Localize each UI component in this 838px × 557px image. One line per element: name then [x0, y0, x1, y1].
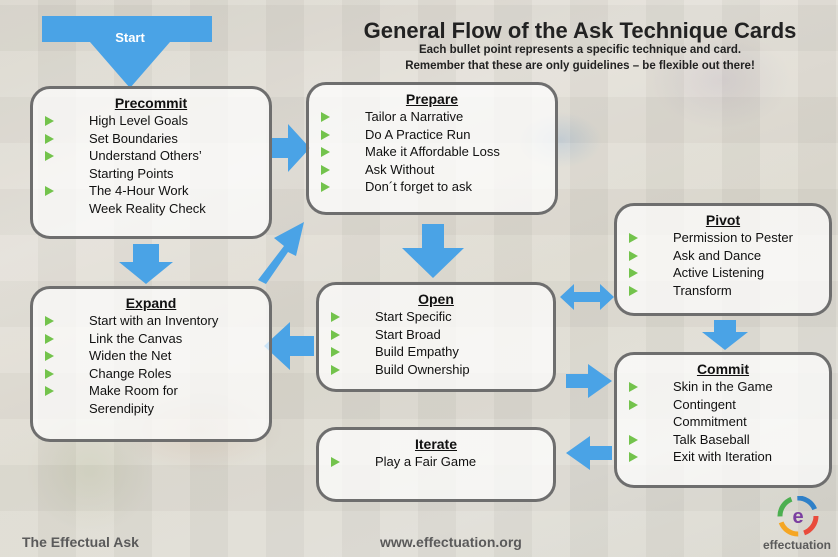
list-item: Play a Fair Game	[331, 453, 553, 471]
footer-logo-text: effectuation	[763, 538, 832, 552]
precommit-list: High Level Goals Set Boundaries Understa…	[33, 112, 269, 218]
expand-box: Expand Start with an Inventory Link the …	[30, 286, 272, 442]
footer-url: www.effectuation.org	[380, 534, 522, 550]
list-item: Widen the Net	[45, 347, 269, 365]
commit-box: Commit Skin in the Game Contingent Commi…	[614, 352, 832, 488]
list-item: Talk Baseball	[629, 431, 829, 449]
open-list: Start Specific Start Broad Build Empathy…	[319, 308, 553, 378]
effectuation-logo-icon: e	[777, 496, 819, 537]
list-item: Contingent	[629, 396, 829, 414]
list-item: Build Ownership	[331, 361, 553, 379]
list-item: Make Room for	[45, 382, 269, 400]
commit-title: Commit	[696, 361, 750, 377]
list-item: Ask and Dance	[629, 247, 829, 265]
list-item: Set Boundaries	[45, 130, 269, 148]
list-item: Permission to Pester	[629, 229, 829, 247]
arrow-commit-to-iterate	[566, 436, 612, 470]
prepare-box: Prepare Tailor a Narrative Do A Practice…	[306, 82, 558, 215]
precommit-box: Precommit High Level Goals Set Boundarie…	[30, 86, 272, 239]
list-item: Active Listening	[629, 264, 829, 282]
list-item: The 4-Hour Work	[45, 182, 269, 200]
start-arrow	[42, 16, 212, 88]
arrow-prepare-to-open	[402, 224, 464, 278]
start-label: Start	[115, 30, 145, 45]
pivot-title: Pivot	[705, 212, 741, 228]
list-item: Exit with Iteration	[629, 448, 829, 466]
pivot-box: Pivot Permission to Pester Ask and Dance…	[614, 203, 832, 316]
list-item: Don´t forget to ask	[321, 178, 555, 196]
expand-title: Expand	[125, 295, 177, 311]
list-item: Transform	[629, 282, 829, 300]
list-item: Understand Others’	[45, 147, 269, 165]
footer-brand-text: The Effectual Ask	[22, 534, 139, 550]
list-item: Change Roles	[45, 365, 269, 383]
list-item: Start Specific	[331, 308, 553, 326]
diagram-title: General Flow of the Ask Technique Cards	[363, 18, 797, 43]
subtitle-line-1: Each bullet point represents a specific …	[418, 44, 742, 56]
list-item: Week Reality Check	[89, 200, 206, 216]
list-item: Link the Canvas	[45, 330, 269, 348]
list-item: Build Empathy	[331, 343, 553, 361]
prepare-list: Tailor a Narrative Do A Practice Run Mak…	[309, 108, 555, 196]
commit-list: Skin in the Game Contingent Commitment T…	[617, 378, 829, 466]
list-item: Starting Points	[89, 165, 174, 181]
precommit-title: Precommit	[114, 95, 188, 111]
list-item: High Level Goals	[45, 112, 269, 130]
arrow-open-pivot-bidirectional	[560, 284, 614, 310]
logo-letter: e	[792, 506, 803, 528]
subtitle-line-2: Remember that these are only guidelines …	[405, 60, 755, 72]
list-item: Make it Affordable Loss	[321, 143, 555, 161]
iterate-box: Iterate Play a Fair Game	[316, 427, 556, 502]
prepare-title: Prepare	[405, 91, 459, 107]
arrow-precommit-to-expand	[119, 244, 173, 284]
arrow-pivot-to-commit	[702, 320, 748, 350]
iterate-title: Iterate	[414, 436, 458, 452]
arrow-precommit-to-prepare	[270, 124, 310, 172]
arrow-open-to-expand	[264, 322, 314, 370]
iterate-list: Play a Fair Game	[319, 453, 553, 471]
list-item: Tailor a Narrative	[321, 108, 555, 126]
list-item: Do A Practice Run	[321, 126, 555, 144]
list-item: Skin in the Game	[629, 378, 829, 396]
list-item: Commitment	[673, 414, 747, 430]
expand-list: Start with an Inventory Link the Canvas …	[33, 312, 269, 418]
list-item: Serendipity	[89, 400, 155, 416]
arrow-open-to-commit	[566, 364, 612, 398]
open-title: Open	[418, 291, 454, 307]
list-item: Ask Without	[321, 161, 555, 179]
open-box: Open Start Specific Start Broad Build Em…	[316, 282, 556, 392]
pivot-list: Permission to Pester Ask and Dance Activ…	[617, 229, 829, 299]
list-item: Start with an Inventory	[45, 312, 269, 330]
list-item: Start Broad	[331, 326, 553, 344]
arrow-expand-to-prepare	[258, 222, 304, 284]
